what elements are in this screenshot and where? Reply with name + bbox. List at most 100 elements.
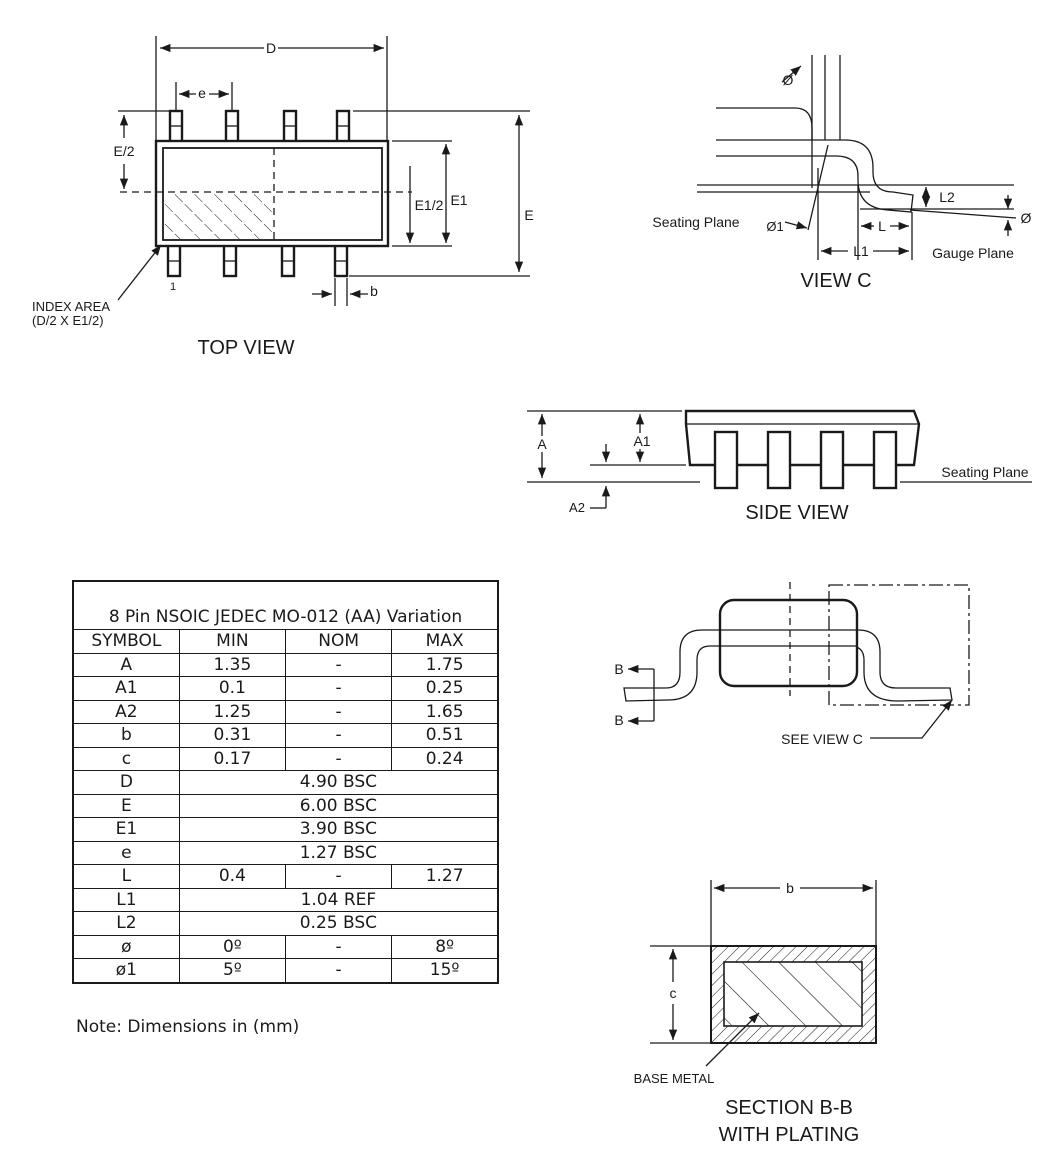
cell-symbol: c [72,746,180,771]
header-max: MAX [391,629,499,654]
cell-max: 1.75 [391,652,499,677]
side-view-A1-label: A1 [633,433,650,449]
dimension-table: 8 Pin NSOIC JEDEC MO-012 (AA) Variation … [72,580,499,984]
view-c-L-label: L [878,218,886,234]
dim-E-label: E [524,207,533,223]
cell-value-span: 1.04 REF [178,887,499,912]
cell-max: 1.27 [391,864,499,889]
cell-min: 0.1 [178,676,287,701]
cell-symbol: L2 [72,911,180,936]
cell-symbol: e [72,840,180,865]
view-c-phi-right-label: Ø [1021,210,1032,226]
cell-nom: - [284,699,393,724]
top-view-body-inner [162,147,383,241]
view-c-gauge-plane-label: Gauge Plane [932,245,1014,261]
cell-symbol: L [72,864,180,889]
side-view-seating-plane-label: Seating Plane [941,464,1028,480]
index-area-sub-label: (D/2 X E1/2) [32,313,104,328]
dim-e-label: e [198,85,206,101]
table-caption: 8 Pin NSOIC JEDEC MO-012 (AA) Variation [72,580,499,630]
cell-symbol: D [72,770,180,795]
cell-min: 0º [178,934,287,959]
view-c-seating-plane-label: Seating Plane [652,214,739,230]
section-bb-c-label: c [670,985,677,1001]
cell-min: 0.17 [178,746,287,771]
cell-nom: - [284,934,393,959]
index-area-hatch [164,192,274,239]
cell-nom: - [284,864,393,889]
view-c-L1-label: L1 [853,243,869,259]
cell-max: 0.51 [391,723,499,748]
cell-value-span: 0.25 BSC [178,911,499,936]
section-bb: b c BASE METAL SECTION B-B WITH PLATING [634,880,877,1146]
cell-symbol: L1 [72,887,180,912]
side-view-title: SIDE VIEW [745,502,848,524]
cell-symbol: ø [72,934,180,959]
cell-max: 0.24 [391,746,499,771]
cell-symbol: A2 [72,699,180,724]
dimensions-note: Note: Dimensions in (mm) [76,1017,300,1037]
cell-nom: - [284,723,393,748]
cell-nom: - [284,652,393,677]
index-area-label: INDEX AREA [32,299,110,314]
pin-1-label: 1 [170,281,176,293]
cell-max: 8º [391,934,499,959]
section-marker-B-bottom: B [614,712,623,728]
top-view: D e E/2 E1/2 E1 E b 1 INDEX AREA [32,36,534,359]
view-c-phi-label: Ø [783,72,794,88]
cell-max: 0.25 [391,676,499,701]
cell-symbol: E [72,793,180,818]
cell-value-span: 1.27 BSC [178,840,499,865]
table-header-row: SYMBOL MIN NOM MAX [72,629,499,654]
side-view-A2-label: A2 [569,500,585,515]
top-view-bottom-pins [166,243,349,278]
end-view-body [718,598,859,688]
top-view-top-pins [168,109,351,144]
header-min: MIN [178,629,287,654]
base-metal-label: BASE METAL [634,1071,715,1086]
top-view-title: TOP VIEW [197,337,294,359]
view-c-lead [812,139,914,213]
side-view: A A1 A2 Seating Plane SIDE VIEW [527,409,1032,524]
view-c-title: VIEW C [800,270,871,292]
cell-symbol: A1 [72,676,180,701]
section-bb-b-label: b [786,880,794,896]
cell-min: 1.35 [178,652,287,677]
header-nom: NOM [284,629,393,654]
view-c-L2-label: L2 [939,189,955,205]
cell-value-span: 6.00 BSC [178,793,499,818]
section-bb-subtitle: WITH PLATING [719,1124,860,1146]
dim-E1-label: E1 [450,192,467,208]
dim-E1-half-label: E1/2 [415,197,444,213]
section-marker-B-top: B [614,661,623,677]
end-view: B B SEE VIEW C [614,582,970,747]
cell-nom: - [284,746,393,771]
cell-min: 1.25 [178,699,287,724]
cell-min: 0.31 [178,723,287,748]
cell-symbol: b [72,723,180,748]
cell-nom: - [284,958,393,983]
dim-E-half-label: E/2 [113,143,134,159]
dim-b-label: b [370,283,378,299]
view-c-body-edge [716,107,813,188]
side-view-A-label: A [537,436,547,452]
cell-value-span: 3.90 BSC [178,817,499,842]
cell-max: 1.65 [391,699,499,724]
view-c-callout-box [828,584,970,706]
cell-min: 5º [178,958,287,983]
view-c: Ø Ø1 Seating Plane L2 L L1 Ø Gauge Plane… [652,55,1032,292]
cell-symbol: E1 [72,817,180,842]
dim-D-label: D [266,40,276,56]
